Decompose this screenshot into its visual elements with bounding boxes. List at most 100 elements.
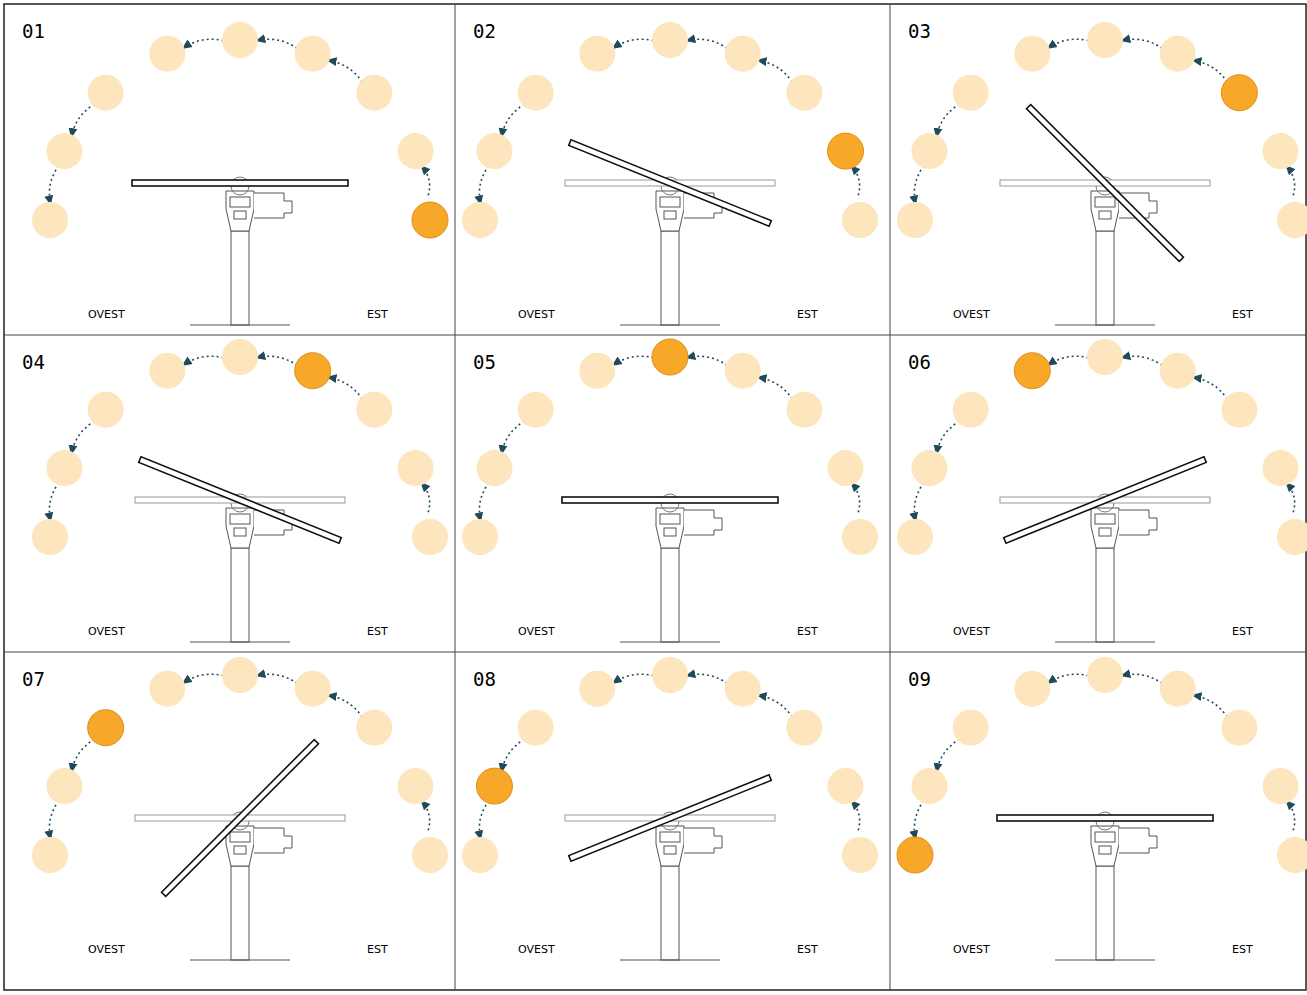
pole	[661, 548, 679, 642]
solar-panel	[569, 140, 772, 226]
panel-number: 07	[22, 670, 45, 689]
direction-label: OVEST	[518, 309, 555, 320]
active-sun	[295, 353, 331, 389]
sun-path-arrow	[1048, 356, 1089, 365]
sun-position	[295, 671, 331, 707]
sun-position	[398, 450, 434, 486]
sun-position	[725, 36, 761, 72]
active-sun	[476, 768, 512, 804]
sun-path-arrow	[479, 166, 488, 205]
sun-position	[295, 36, 331, 72]
sun-path-arrow	[851, 483, 859, 513]
direction-label: OVEST	[518, 626, 555, 637]
sun-path-arrow	[421, 166, 429, 196]
tracker-head	[1091, 826, 1119, 866]
sun-position	[828, 768, 864, 804]
sun-position	[412, 519, 448, 555]
sun-position	[32, 519, 68, 555]
tracker-panel	[897, 657, 1307, 960]
solar-panel	[562, 497, 778, 503]
bearing	[234, 528, 246, 536]
sun-path-arrow	[1193, 695, 1228, 717]
active-sun	[652, 339, 688, 375]
solar-panel	[1027, 105, 1184, 262]
solar-panel	[997, 815, 1213, 821]
sun-position	[222, 657, 258, 693]
pole	[1096, 548, 1114, 642]
sun-position	[222, 339, 258, 375]
pole	[231, 231, 249, 325]
sun-path-arrow	[936, 104, 959, 137]
sun-position	[476, 133, 512, 169]
tracker-head	[656, 508, 684, 548]
sun-position	[462, 202, 498, 238]
outer-frame	[4, 4, 1306, 990]
sun-position	[356, 710, 392, 746]
active-sun	[897, 837, 933, 873]
sun-path-arrow	[758, 60, 793, 82]
direction-label: OVEST	[953, 944, 990, 955]
tracker-panel	[897, 339, 1307, 642]
sun-position	[88, 75, 124, 111]
sun-position	[149, 353, 185, 389]
sun-path-arrow	[1286, 483, 1294, 513]
sun-position	[1277, 202, 1307, 238]
sun-position	[1160, 671, 1196, 707]
sun-position	[1014, 36, 1050, 72]
direction-label: EST	[367, 944, 388, 955]
sun-position	[1263, 133, 1299, 169]
actuator	[1119, 828, 1157, 853]
tracker-panel	[32, 22, 448, 325]
bearing	[660, 832, 680, 842]
bearing	[664, 528, 676, 536]
sun-path-arrow	[1121, 356, 1162, 365]
panel-number: 08	[473, 670, 496, 689]
solar-panel	[569, 775, 772, 861]
sun-path-arrow	[686, 39, 727, 48]
direction-label: OVEST	[953, 309, 990, 320]
sun-path-arrow	[256, 356, 297, 365]
sun-position	[953, 75, 989, 111]
sun-position	[32, 202, 68, 238]
sun-position	[1087, 339, 1123, 375]
sun-path-arrow	[686, 674, 727, 683]
sun-path-arrow	[1048, 39, 1089, 48]
sun-path-arrow	[1286, 801, 1294, 831]
bearing	[230, 832, 250, 842]
sun-position	[476, 450, 512, 486]
bearing	[664, 846, 676, 854]
sun-position	[356, 75, 392, 111]
sun-position	[149, 36, 185, 72]
base	[1055, 641, 1155, 642]
direction-label: OVEST	[88, 944, 125, 955]
tracker-head	[656, 191, 684, 231]
direction-label: EST	[797, 309, 818, 320]
tracker-head	[656, 826, 684, 866]
tracker-panel	[32, 339, 448, 642]
actuator	[254, 193, 292, 218]
tracker-head	[1091, 508, 1119, 548]
sun-position	[786, 710, 822, 746]
bearing	[664, 211, 676, 219]
panel-number: 05	[473, 353, 496, 372]
panel-number: 04	[22, 353, 45, 372]
sun-path-arrow	[421, 483, 429, 513]
sun-position	[1014, 671, 1050, 707]
direction-label: OVEST	[88, 309, 125, 320]
sun-position	[1221, 392, 1257, 428]
direction-label: OVEST	[953, 626, 990, 637]
sun-position	[1277, 837, 1307, 873]
sun-position	[1160, 353, 1196, 389]
sun-path-arrow	[501, 104, 524, 137]
sun-path-arrow	[1121, 39, 1162, 48]
pole	[661, 866, 679, 960]
sun-position	[518, 392, 554, 428]
sun-path-arrow	[1193, 60, 1228, 82]
sun-position	[1263, 768, 1299, 804]
sun-position	[222, 22, 258, 58]
sun-path-arrow	[1048, 674, 1089, 683]
solar-panel	[132, 180, 348, 186]
sun-path-arrow	[914, 483, 923, 522]
sun-path-arrow	[936, 739, 959, 772]
sun-path-arrow	[479, 801, 488, 840]
